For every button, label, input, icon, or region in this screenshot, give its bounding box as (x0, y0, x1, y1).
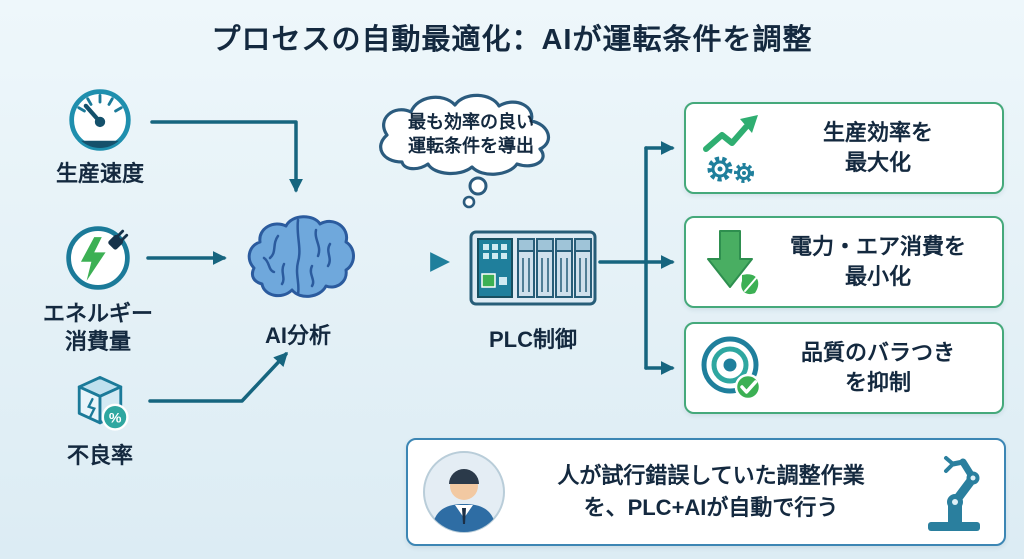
svg-text:%: % (109, 410, 122, 426)
input-production-speed: 生産速度 (40, 86, 160, 188)
outcome-label: 品質のバラつき を抑制 (800, 340, 955, 395)
outcome-maximize-efficiency: 生産効率を 最大化 (684, 102, 1004, 194)
summary-box: 人が試行錯誤していた調整作業 を、PLC+AIが自動で行う (406, 438, 1006, 546)
input-defect-rate: % 不良率 (40, 368, 160, 470)
growth-gears-icon (703, 115, 758, 183)
plc-icon (469, 230, 597, 306)
outcome-quality-stability: 品質のバラつき を抑制 (684, 322, 1004, 414)
target-check-icon (701, 336, 762, 401)
defect-box-icon: % (77, 376, 129, 431)
plc-label: PLC制御 (488, 327, 577, 352)
ai-analysis-label: AI分析 (264, 323, 331, 348)
page-title: プロセスの自動最適化：AIが運転条件を調整 (211, 24, 813, 56)
thought-text: 最も効率の良い 運転条件を導出 (408, 112, 534, 157)
energy-icon (66, 226, 130, 290)
robot-arm-icon (928, 456, 980, 531)
reduce-leaf-icon (707, 230, 759, 295)
worker-icon (423, 451, 505, 533)
outcome-label: 電力・エア消費を 最小化 (789, 234, 966, 289)
input-label: エネルギー 消費量 (42, 301, 153, 354)
gauge-icon (69, 89, 131, 151)
input-label: 不良率 (66, 443, 133, 468)
brain-icon (247, 215, 355, 298)
thought-cloud (379, 93, 551, 209)
outcome-label: 生産効率を 最大化 (822, 120, 933, 175)
thought-bubble: 最も効率の良い 運転条件を導出 (366, 86, 576, 216)
ai-analysis-node: AI分析 (238, 206, 358, 350)
summary-text: 人が試行錯誤していた調整作業 を、PLC+AIが自動で行う (557, 463, 865, 520)
outcome-minimize-consumption: 電力・エア消費を 最小化 (684, 216, 1004, 308)
input-energy-consumption: エネルギー 消費量 (33, 222, 163, 355)
input-label: 生産速度 (55, 161, 144, 186)
plc-node: PLC制御 (468, 222, 598, 354)
